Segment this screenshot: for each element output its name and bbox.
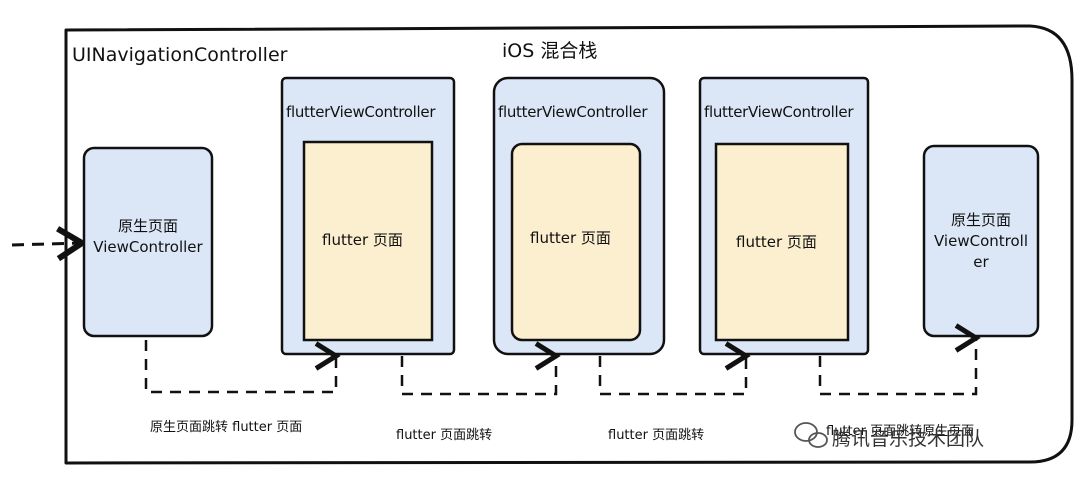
native-right-label: 原生页面 ViewControll er: [924, 210, 1038, 273]
native-right-line3: er: [973, 253, 989, 271]
container-label: UINavigationController: [72, 44, 288, 66]
connector-native-to-flutter: [144, 340, 341, 394]
connector-flutter2-to-flutter3: [598, 341, 751, 396]
watermark: 腾讯音乐技术团队: [832, 428, 985, 450]
flutter-page-1: [302, 140, 434, 342]
native-view-controller-right: [922, 144, 1040, 338]
entry-arrow: [11, 226, 88, 262]
flutter-vc-2-title: flutterViewController: [498, 103, 648, 121]
native-left-label: 原生页面 ViewController: [84, 216, 212, 258]
wechat-icon: [794, 422, 828, 448]
diagram-title: iOS 混合栈: [502, 40, 598, 62]
native-left-line1: 原生页面: [117, 217, 178, 235]
navigation-container: [64, 24, 1074, 465]
flutter-page-3: [714, 142, 850, 342]
flutter-page-2: [510, 142, 642, 342]
flutter-vc-3-title: flutterViewController: [704, 103, 854, 121]
flutter-vc-1-title: flutterViewController: [286, 103, 436, 121]
native-left-line2: ViewController: [93, 238, 203, 256]
edge-label-2: flutter 页面跳转: [396, 428, 493, 443]
edge-label-3: flutter 页面跳转: [608, 428, 705, 443]
connector-flutter1-to-flutter2: [400, 341, 561, 396]
native-right-line1: 原生页面: [950, 211, 1011, 229]
flutter-page-2-label: flutter 页面: [530, 229, 611, 247]
flutter-page-3-label: flutter 页面: [736, 233, 817, 251]
native-right-line2: ViewControll: [934, 232, 1028, 250]
edge-label-4: flutter 页面跳转原生页面: [826, 424, 975, 439]
connector-flutter3-to-native: [818, 323, 981, 396]
edge-label-1: 原生页面跳转 flutter 页面: [150, 420, 303, 435]
flutter-page-1-label: flutter 页面: [322, 231, 403, 249]
native-view-controller-left: [82, 146, 214, 338]
